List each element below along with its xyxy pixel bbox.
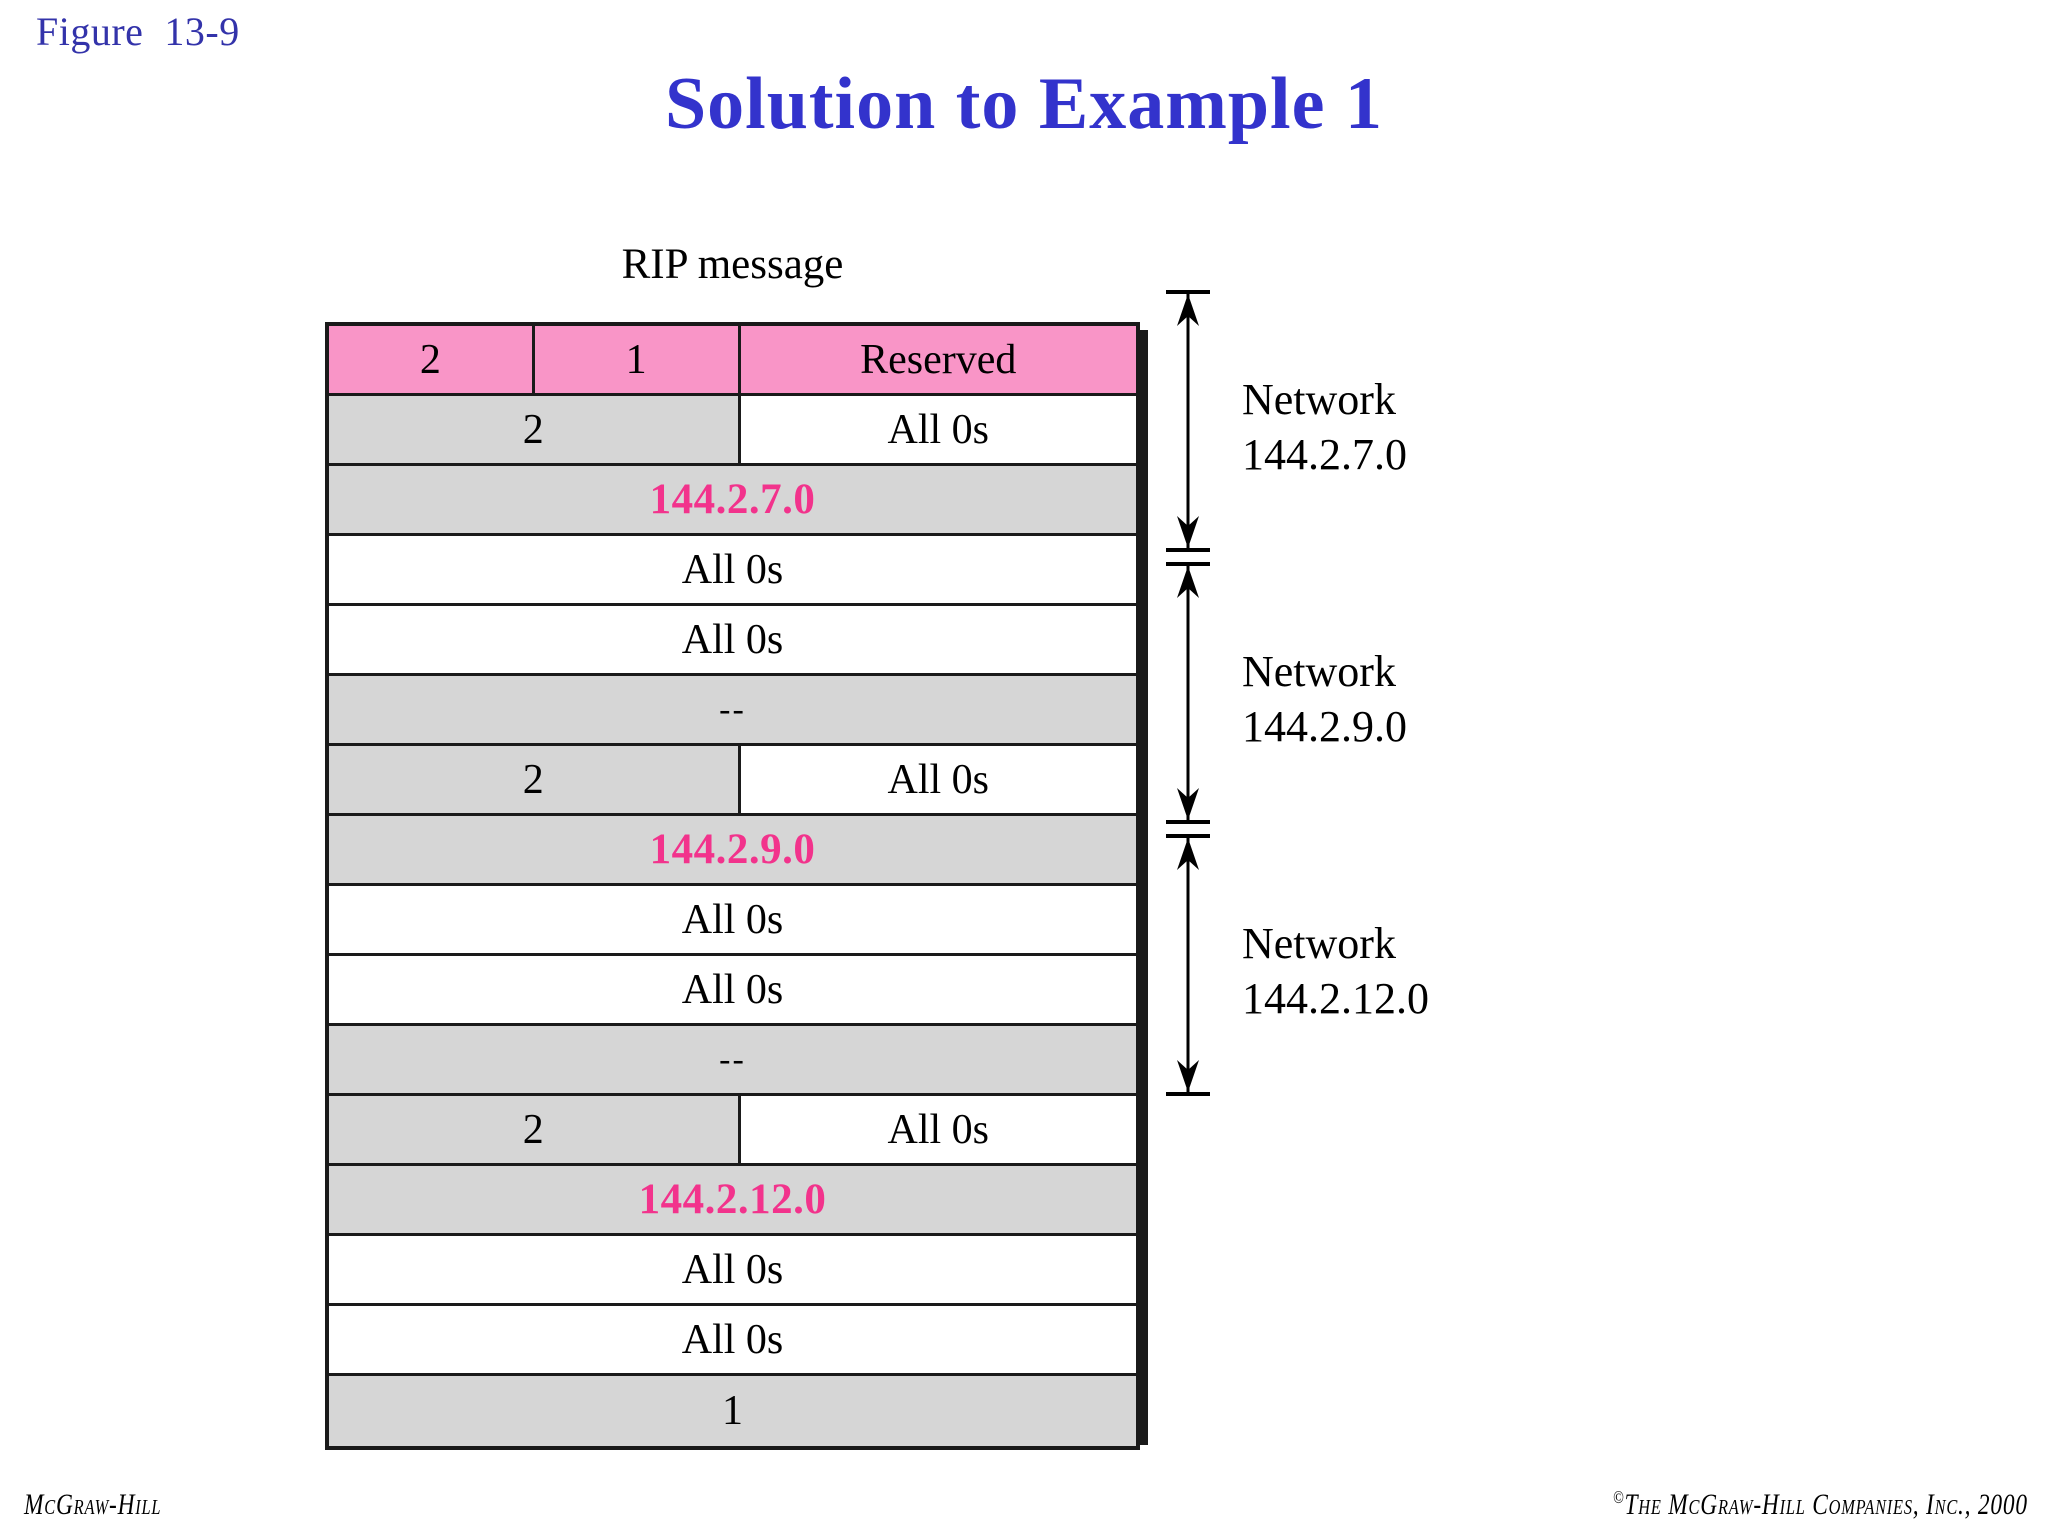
- page-title: Solution to Example 1: [665, 63, 1383, 145]
- packet-cell-entry2-network-0: 144.2.9.0: [329, 816, 1136, 883]
- packet-row: 2 All 0s: [329, 1096, 1136, 1166]
- packet-cell-entry2-distance-0: --: [329, 1026, 1136, 1093]
- diagram-caption: RIP message: [621, 241, 844, 288]
- packet-cell-text: 2: [522, 756, 544, 803]
- packet-row: All 0s: [329, 956, 1136, 1026]
- packet-cell-entry3-mask-0: All 0s: [329, 1236, 1136, 1303]
- packet-cell-text: --: [719, 690, 746, 728]
- packet-cell-entry1-family-1: All 0s: [740, 396, 1136, 463]
- copyright-symbol: ©: [1613, 1487, 1625, 1507]
- packet-cell-entry3-family-0: 2: [329, 1096, 741, 1163]
- packet-cell-text: All 0s: [681, 966, 784, 1013]
- packet-cell-text: All 0s: [887, 756, 990, 803]
- packet-cell-text: All 0s: [681, 616, 784, 663]
- packet-cell-header-2: Reserved: [740, 326, 1136, 393]
- packet-cell-text: 1: [625, 336, 647, 383]
- packet-row: 144.2.9.0: [329, 816, 1136, 886]
- packet-cell-text: 144.2.7.0: [649, 476, 816, 523]
- figure-label: Figure 13-9: [36, 9, 240, 54]
- double-headed-arrow-icon: [1166, 562, 1210, 824]
- footer-copyright-text: The McGraw-Hill Companies, Inc., 2000: [1624, 1488, 2028, 1521]
- network-label: Network 144.2.9.0: [1242, 647, 1407, 751]
- packet-cell-text: All 0s: [681, 546, 784, 593]
- packet-cell-header-0: 2: [329, 326, 535, 393]
- packet-row: 2 All 0s: [329, 396, 1136, 466]
- packet-cell-text: 2: [522, 1106, 544, 1153]
- packet-row: --: [329, 1026, 1136, 1096]
- packet-cell-entry3-family-1: All 0s: [740, 1096, 1136, 1163]
- packet-cell-entry1-network-0: 144.2.7.0: [329, 466, 1136, 533]
- packet-row: All 0s: [329, 606, 1136, 676]
- packet-cell-entry2-family-1: All 0s: [740, 746, 1136, 813]
- packet-row: All 0s: [329, 536, 1136, 606]
- footer-publisher-label: McGraw-Hill: [24, 1488, 162, 1521]
- packet-row: All 0s: [329, 1306, 1136, 1376]
- packet-row: All 0s: [329, 886, 1136, 956]
- packet-cell-text: 2: [419, 336, 441, 383]
- network-label: Network 144.2.12.0: [1242, 919, 1429, 1023]
- packet-cell-text: All 0s: [681, 1246, 784, 1293]
- bracket-144-2-9-0: Network 144.2.9.0: [1160, 562, 2040, 824]
- packet-cell-entry3-nexthop-0: All 0s: [329, 1306, 1136, 1373]
- packet-cell-text: 144.2.12.0: [638, 1176, 827, 1223]
- packet-row: 2 1 Reserved: [329, 326, 1136, 396]
- packet-cell-text: Reserved: [860, 336, 1017, 383]
- bracket-144-2-12-0: Network 144.2.12.0: [1160, 834, 2040, 1096]
- packet-row: 144.2.12.0: [329, 1166, 1136, 1236]
- packet-cell-text: 2: [522, 406, 544, 453]
- packet-cell-entry1-distance-0: --: [329, 676, 1136, 743]
- packet-cell-text: 1: [722, 1388, 743, 1434]
- bracket-144-2-7-0: Network 144.2.7.0: [1160, 290, 2040, 552]
- packet-cell-entry2-family-0: 2: [329, 746, 741, 813]
- double-headed-arrow-icon: [1166, 290, 1210, 552]
- packet-row: All 0s: [329, 1236, 1136, 1306]
- packet-row: --: [329, 676, 1136, 746]
- packet-cell-text: --: [719, 1040, 746, 1078]
- packet-cell-text: All 0s: [887, 1106, 990, 1153]
- packet-row: 2 All 0s: [329, 746, 1136, 816]
- packet-cell-header-1: 1: [534, 326, 741, 393]
- packet-cell-entry2-nexthop-0: All 0s: [329, 956, 1136, 1023]
- packet-row: 144.2.7.0: [329, 466, 1136, 536]
- packet-cell-text: 144.2.9.0: [649, 826, 816, 873]
- packet-cell-entry1-nexthop-0: All 0s: [329, 606, 1136, 673]
- packet-cell-text: All 0s: [681, 896, 784, 943]
- packet-cell-text: All 0s: [681, 1316, 784, 1363]
- double-headed-arrow-icon: [1166, 834, 1210, 1096]
- footer-copyright-label: ©The McGraw-Hill Companies, Inc., 2000: [1613, 1487, 2028, 1522]
- packet-cell-entry2-mask-0: All 0s: [329, 886, 1136, 953]
- packet-cell-entry1-family-0: 2: [329, 396, 741, 463]
- network-label: Network 144.2.7.0: [1242, 375, 1407, 479]
- packet-cell-entry3-distance-0: 1: [329, 1376, 1136, 1446]
- packet-row: 1: [329, 1376, 1136, 1446]
- packet-cell-entry3-network-0: 144.2.12.0: [329, 1166, 1136, 1233]
- packet-cell-entry1-mask-0: All 0s: [329, 536, 1136, 603]
- packet-cell-text: All 0s: [887, 406, 990, 453]
